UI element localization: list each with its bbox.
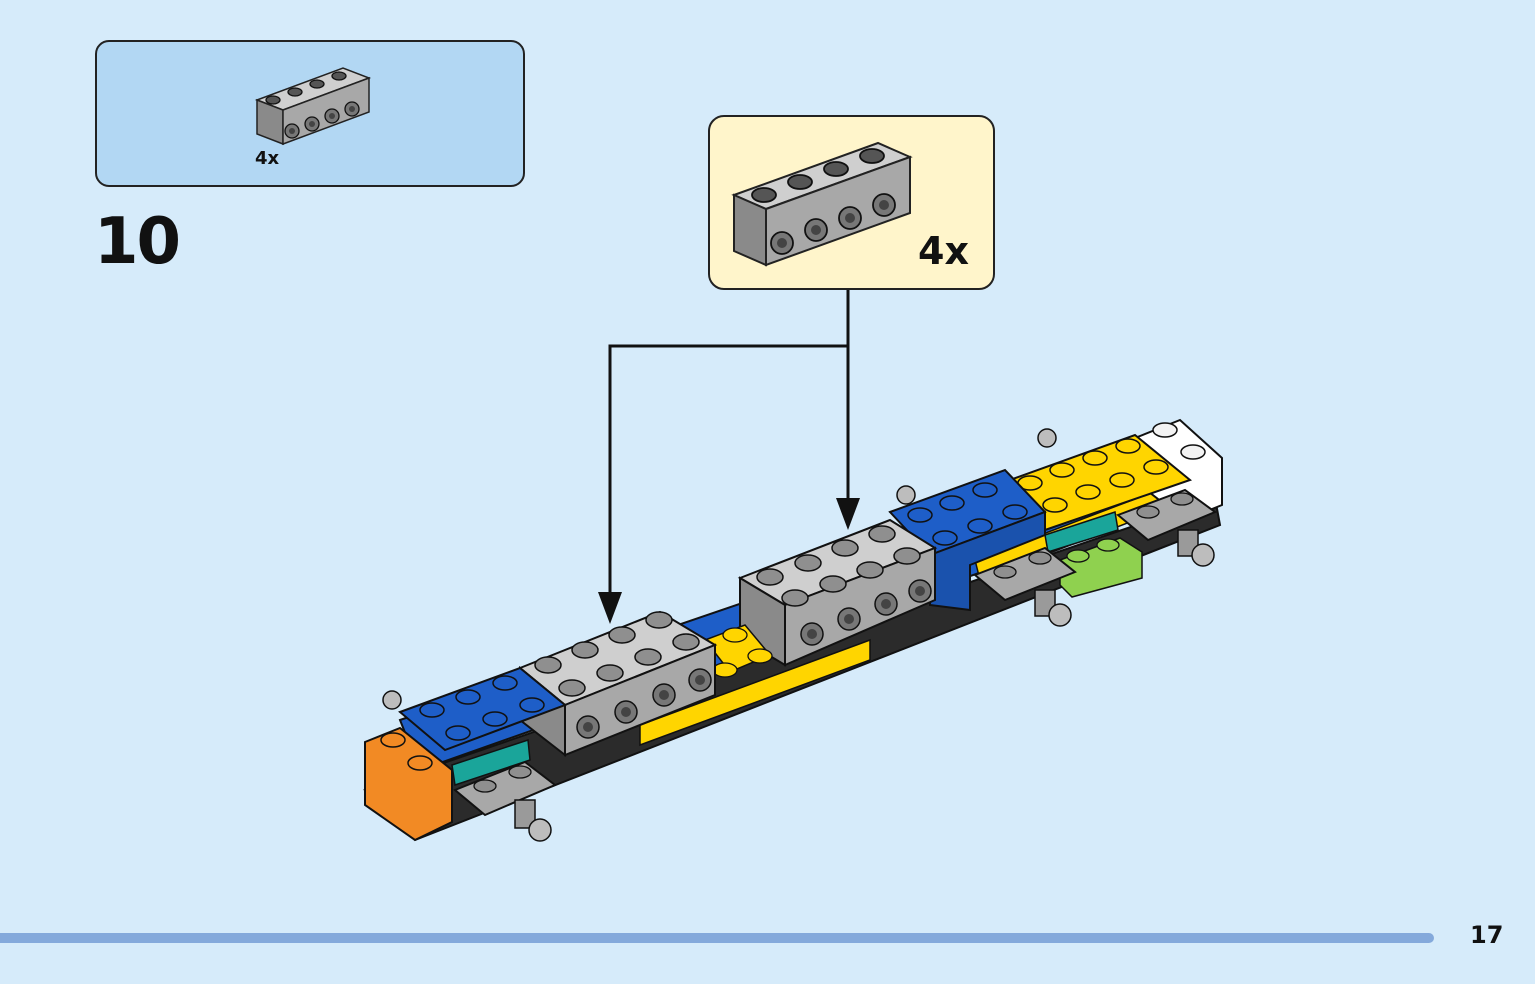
callout-quantity: 4x <box>918 229 969 273</box>
parts-quantity: 4x <box>255 148 280 169</box>
parts-list-box: 4x <box>95 40 525 187</box>
gray-brick-1x4-icon <box>254 67 372 146</box>
step-number: 10 <box>94 205 181 279</box>
arrow-head-right <box>836 498 860 530</box>
arrow-head-left <box>598 592 622 624</box>
gray-brick-1x4-icon <box>731 141 913 267</box>
callout-box: 4x <box>708 115 995 290</box>
page-number: 17 <box>1470 921 1504 949</box>
progress-bar <box>0 933 1434 943</box>
